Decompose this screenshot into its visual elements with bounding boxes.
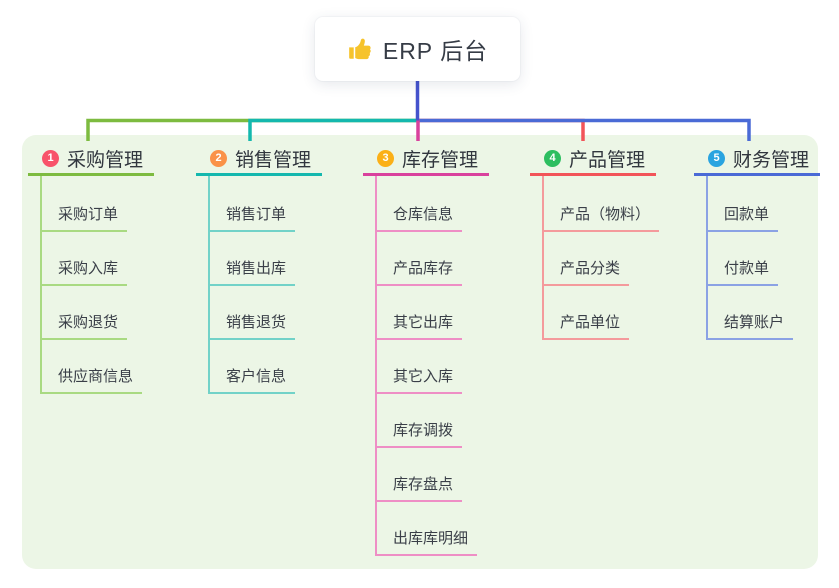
branch-topic[interactable]: 4 产品管理 — [530, 143, 656, 176]
child-topic[interactable]: 产品分类 — [542, 259, 630, 286]
branch-number-badge: 1 — [42, 149, 59, 167]
child-topic[interactable]: 客户信息 — [208, 367, 296, 394]
child-topic[interactable]: 产品库存 — [375, 259, 463, 286]
branch-topic-label: 产品管理 — [569, 149, 646, 171]
child-topic[interactable]: 库存盘点 — [375, 475, 463, 502]
child-topic[interactable]: 仓库信息 — [375, 205, 463, 232]
branch-topic[interactable]: 2 销售管理 — [196, 143, 322, 176]
thumbs-up-icon — [349, 38, 371, 60]
branch-topic-label: 采购管理 — [67, 149, 144, 171]
branch-topic-label: 销售管理 — [235, 149, 312, 171]
child-topic[interactable]: 销售退货 — [208, 313, 296, 340]
branch-trunk-line — [706, 176, 708, 340]
child-topic[interactable]: 采购入库 — [40, 259, 128, 286]
branch-topic[interactable]: 5 财务管理 — [694, 143, 820, 176]
branch-topic-label: 库存管理 — [402, 149, 479, 171]
child-topic[interactable]: 供应商信息 — [40, 367, 143, 394]
child-topic[interactable]: 回款单 — [706, 205, 779, 232]
child-topic[interactable]: 销售出库 — [208, 259, 296, 286]
child-topic[interactable]: 其它入库 — [375, 367, 463, 394]
child-topic[interactable]: 产品（物料） — [542, 205, 660, 232]
branch-number-badge: 4 — [544, 149, 561, 167]
branch-trunk-line — [375, 176, 377, 556]
child-topic[interactable]: 结算账户 — [706, 313, 794, 340]
child-topic[interactable]: 采购订单 — [40, 205, 128, 232]
branch-column-4: 4 产品管理 产品（物料） 产品分类产品单位 — [530, 143, 660, 340]
branch-trunk-line — [542, 176, 544, 340]
branch-column-3: 3 库存管理 仓库信息产品库存其它出库其它入库库存调拨库存盘点出库库明细 — [363, 143, 489, 556]
branch-number-badge: 2 — [210, 149, 227, 167]
root-topic[interactable]: ERP 后台 — [315, 17, 520, 81]
branch-topic[interactable]: 1 采购管理 — [28, 143, 154, 176]
child-topic[interactable]: 其它出库 — [375, 313, 463, 340]
child-topic[interactable]: 销售订单 — [208, 205, 296, 232]
branch-topic-label: 财务管理 — [733, 149, 810, 171]
branch-number-badge: 5 — [708, 149, 725, 167]
child-topic[interactable]: 付款单 — [706, 259, 779, 286]
child-topic[interactable]: 采购退货 — [40, 313, 128, 340]
branch-topic[interactable]: 3 库存管理 — [363, 143, 489, 176]
child-topic[interactable]: 出库库明细 — [375, 529, 478, 556]
branch-number-badge: 3 — [377, 149, 394, 167]
child-topic[interactable]: 产品单位 — [542, 313, 630, 340]
branch-column-1: 1 采购管理 采购订单采购入库采购退货供应商信息 — [28, 143, 154, 394]
branch-column-2: 2 销售管理 销售订单销售出库销售退货客户信息 — [196, 143, 322, 394]
branches-panel — [22, 135, 818, 569]
root-topic-label: ERP 后台 — [382, 38, 489, 64]
branch-column-5: 5 财务管理 回款单付款单结算账户 — [694, 143, 820, 340]
child-topic[interactable]: 库存调拨 — [375, 421, 463, 448]
